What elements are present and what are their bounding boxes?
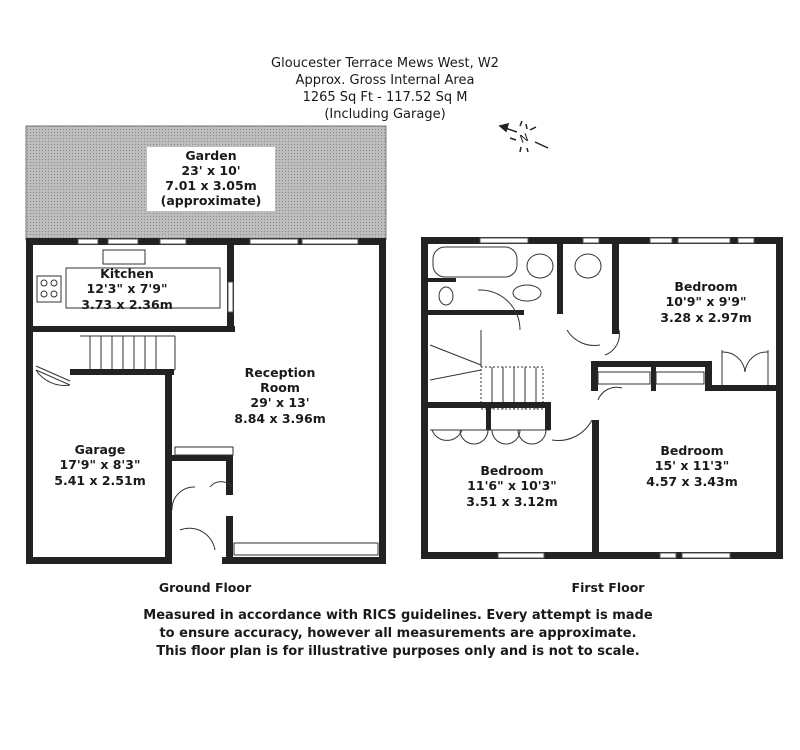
garden-metric: 7.01 x 3.05m: [165, 178, 256, 193]
reception-label: Reception: [245, 365, 316, 380]
first-floor-title: First Floor: [572, 580, 646, 595]
bedroom-3-metric: 3.51 x 3.12m: [466, 494, 557, 509]
first-floor-plan: [421, 237, 783, 559]
ground-floor-plan: [25, 125, 387, 564]
address: Gloucester Terrace Mews West, W2: [271, 56, 499, 71]
bedroom-2-label: Bedroom: [660, 443, 723, 458]
garage-label: Garage: [75, 442, 126, 457]
plan-header: Gloucester Terrace Mews West, W2 Approx.…: [271, 56, 499, 122]
bedroom-2-imperial: 15' x 11'3": [655, 458, 729, 473]
disclaimer-line-1: Measured in accordance with RICS guideli…: [143, 608, 653, 623]
garage-metric: 5.41 x 2.51m: [54, 473, 145, 488]
bedroom-1-metric: 3.28 x 2.97m: [660, 310, 751, 325]
reception-imperial: 29' x 13': [250, 395, 309, 410]
garden-imperial: 23' x 10': [181, 163, 240, 178]
garden-label: Garden: [185, 148, 236, 163]
area-heading: Approx. Gross Internal Area: [296, 73, 475, 88]
compass-label: N: [518, 131, 530, 146]
bedroom-1-imperial: 10'9" x 9'9": [666, 294, 747, 309]
area-value: 1265 Sq Ft - 117.52 Sq M: [303, 90, 468, 105]
reception-label-2: Room: [260, 380, 300, 395]
disclaimer-line-2: to ensure accuracy, however all measurem…: [159, 626, 636, 641]
ground-floor-title: Ground Floor: [159, 580, 252, 595]
disclaimer-line-3: This floor plan is for illustrative purp…: [156, 644, 639, 659]
garage-imperial: 17'9" x 8'3": [60, 457, 141, 472]
bedroom-2-metric: 4.57 x 3.43m: [646, 474, 737, 489]
reception-metric: 8.84 x 3.96m: [234, 411, 325, 426]
area-note: (Including Garage): [324, 107, 445, 122]
garden-note: (approximate): [161, 193, 262, 208]
kitchen-label: Kitchen: [100, 266, 154, 281]
garden-label-box: [147, 147, 275, 211]
bedroom-3-label: Bedroom: [480, 463, 543, 478]
compass-icon: N: [498, 120, 549, 153]
bedroom-3-imperial: 11'6" x 10'3": [467, 478, 557, 493]
kitchen-imperial: 12'3" x 7'9": [87, 281, 168, 296]
bedroom-1-label: Bedroom: [674, 279, 737, 294]
kitchen-metric: 3.73 x 2.36m: [81, 297, 172, 312]
